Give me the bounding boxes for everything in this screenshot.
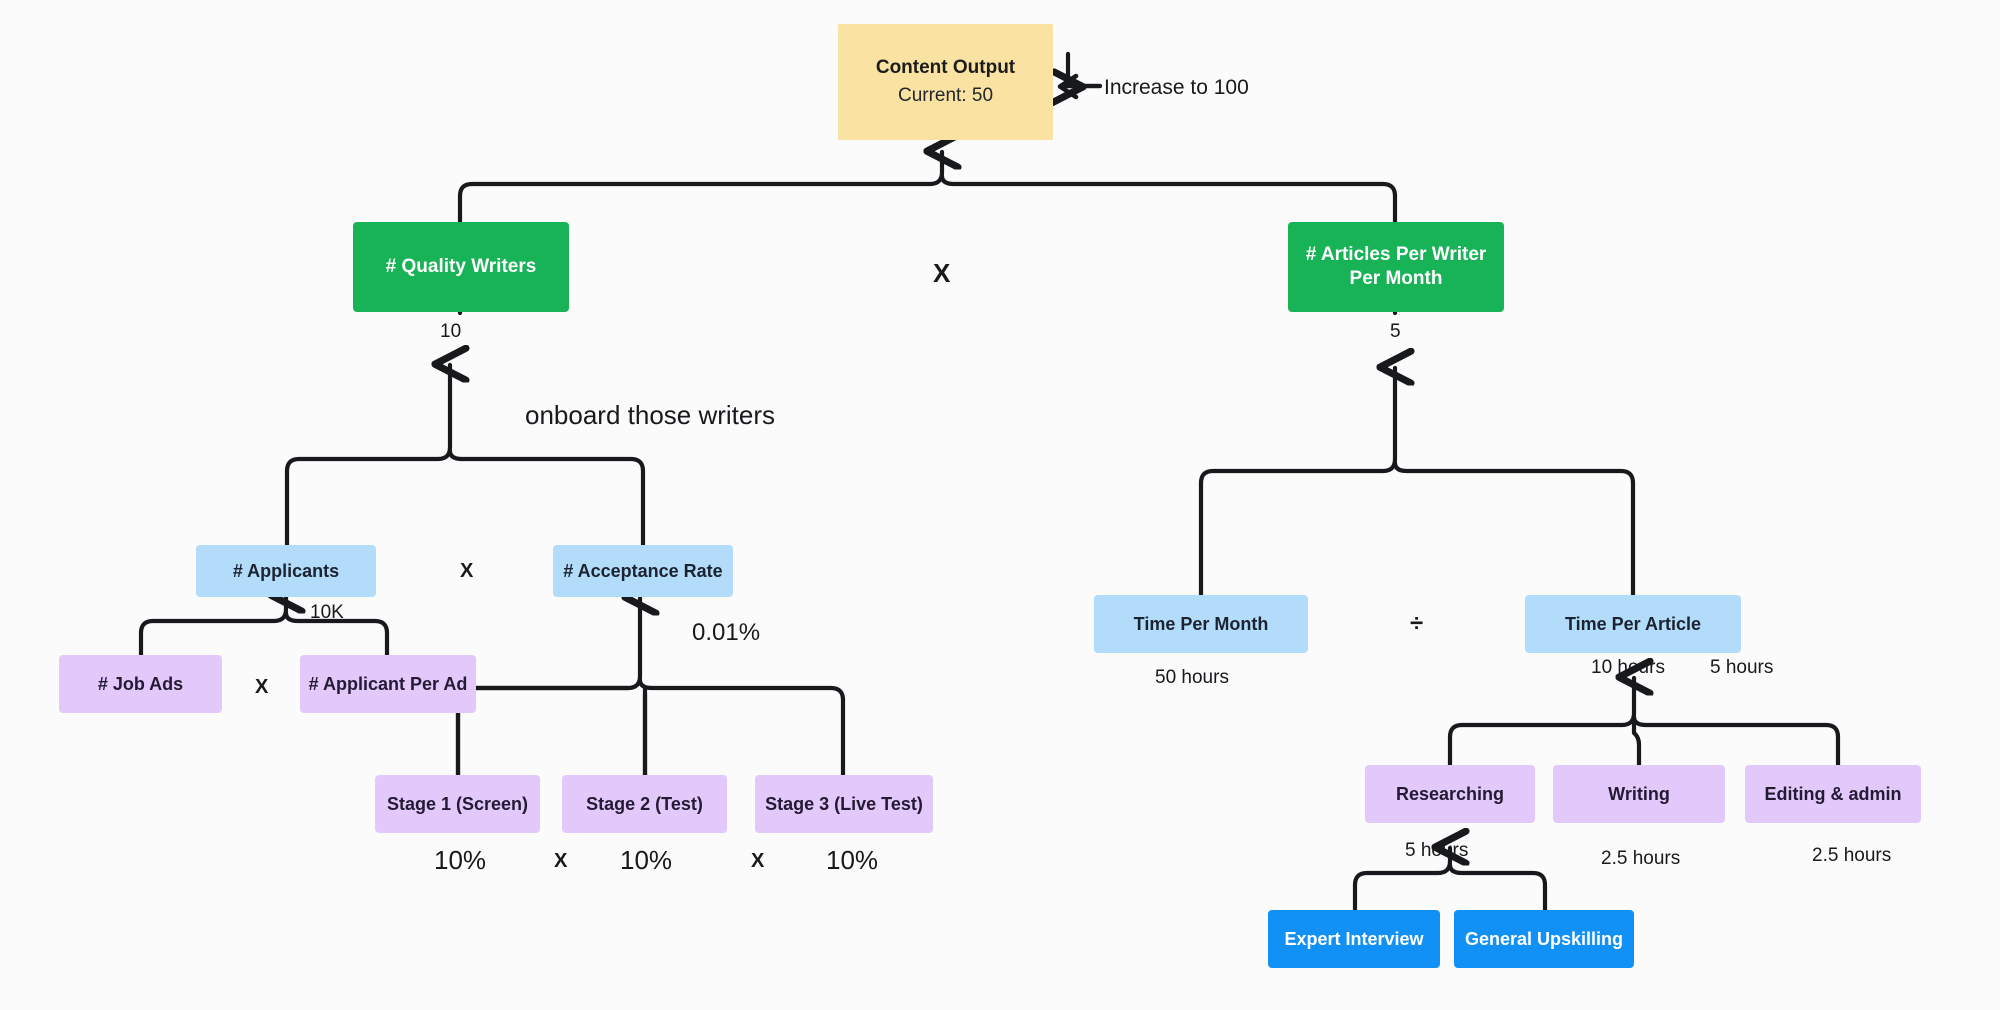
node-writing-label: Writing (1608, 783, 1670, 804)
node-time-per-month-label: Time Per Month (1133, 613, 1269, 634)
value-time-per-article: 10 hours (1591, 657, 1665, 678)
value-editing-admin: 2.5 hours (1812, 845, 1892, 866)
node-applicants-label: # Applicants (232, 560, 340, 581)
node-content-output[interactable]: Content Output Current: 50 (838, 24, 1053, 140)
node-content-output-sublabel: Current: 50 (897, 85, 994, 106)
node-expert-interview-label: Expert Interview (1284, 928, 1424, 949)
node-time-per-month[interactable]: Time Per Month (1094, 595, 1308, 653)
value-stage-2: 10% (620, 845, 673, 875)
value-writing: 2.5 hours (1601, 848, 1681, 869)
node-acceptance-rate[interactable]: # Acceptance Rate (553, 545, 733, 597)
operator-jobads-multiply: X (255, 676, 269, 698)
value-articles-per-writer: 5 (1390, 321, 1401, 342)
node-time-per-article[interactable]: Time Per Article (1525, 595, 1741, 653)
node-general-upskilling[interactable]: General Upskilling (1454, 910, 1634, 968)
value-time-per-month: 50 hours (1155, 667, 1229, 688)
node-articles-per-writer[interactable]: # Articles Per Writer Per Month (1288, 222, 1504, 312)
node-quality-writers[interactable]: # Quality Writers (353, 222, 569, 312)
node-stage-2[interactable]: Stage 2 (Test) (562, 775, 727, 833)
node-applicant-per-ad-label: # Applicant Per Ad (308, 673, 468, 694)
node-editing-admin[interactable]: Editing & admin (1745, 765, 1921, 823)
node-expert-interview[interactable]: Expert Interview (1268, 910, 1440, 968)
annotation-increase-to-100: Increase to 100 (1104, 76, 1249, 99)
value-researching: 5 hours (1405, 840, 1469, 861)
node-applicants[interactable]: # Applicants (196, 545, 376, 597)
node-content-output-label: Content Output (875, 57, 1016, 79)
value-quality-writers: 10 (440, 321, 462, 342)
node-researching-label: Researching (1395, 783, 1505, 804)
node-writing[interactable]: Writing (1553, 765, 1725, 823)
node-job-ads-label: # Job Ads (97, 673, 184, 694)
operator-applicants-multiply: X (460, 560, 474, 582)
value-time-per-article-alt: 5 hours (1710, 657, 1774, 678)
operator-top-multiply: X (933, 258, 951, 288)
node-quality-writers-label: # Quality Writers (385, 256, 537, 278)
node-job-ads[interactable]: # Job Ads (59, 655, 222, 713)
value-applicants: 10K (310, 602, 344, 623)
value-stage-1: 10% (434, 845, 487, 875)
value-stage-3: 10% (826, 845, 879, 875)
node-stage-1[interactable]: Stage 1 (Screen) (375, 775, 540, 833)
operator-time-divide: ÷ (1410, 610, 1424, 637)
node-researching[interactable]: Researching (1365, 765, 1535, 823)
node-stage-2-label: Stage 2 (Test) (586, 793, 703, 814)
node-acceptance-rate-label: # Acceptance Rate (563, 560, 723, 581)
node-articles-per-writer-label: # Articles Per Writer Per Month (1305, 244, 1487, 289)
node-stage-1-label: Stage 1 (Screen) (386, 793, 529, 814)
node-stage-3[interactable]: Stage 3 (Live Test) (755, 775, 933, 833)
node-stage-3-label: Stage 3 (Live Test) (765, 793, 923, 814)
node-editing-admin-label: Editing & admin (1764, 783, 1902, 804)
node-general-upskilling-label: General Upskilling (1464, 928, 1624, 949)
node-applicant-per-ad[interactable]: # Applicant Per Ad (300, 655, 476, 713)
annotation-onboard-writers: onboard those writers (525, 400, 776, 430)
operator-stage12-multiply: X (554, 850, 568, 872)
operator-stage23-multiply: X (751, 850, 765, 872)
node-time-per-article-label: Time Per Article (1564, 613, 1702, 634)
value-acceptance-rate: 0.01% (692, 619, 761, 646)
